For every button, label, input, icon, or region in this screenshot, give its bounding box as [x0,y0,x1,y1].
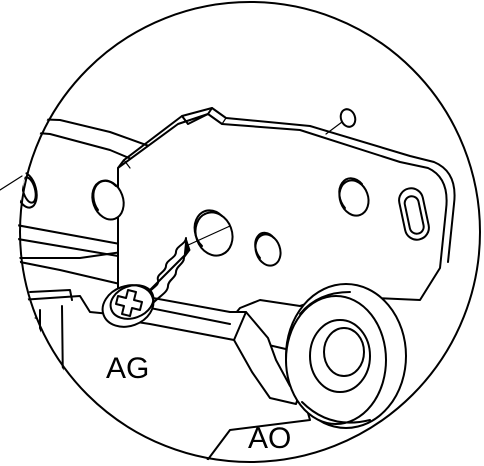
mount-hole-right [338,177,370,217]
left-leader-line [0,175,23,191]
detail-content: AG AO [18,107,456,464]
mount-hole-right-small [254,231,282,267]
left-rail-top-edge [18,129,149,167]
callout-label-ao: AO [248,422,291,455]
pin-leader-line [325,121,343,135]
left-rail-slot [18,221,121,257]
bracket-crease [123,117,227,169]
roller-wheel [285,283,407,429]
callout-label-ag: AG [106,352,149,385]
screw-leader-line [185,225,231,247]
adjust-slot [398,187,430,241]
mount-hole-left [91,179,125,221]
detail-circle-outline [19,1,481,463]
pin-hole [339,108,357,128]
mount-hole-center [193,209,234,257]
bracket-notch [181,107,213,125]
screw-ag [101,237,191,328]
lower-rail-inner [19,317,37,341]
